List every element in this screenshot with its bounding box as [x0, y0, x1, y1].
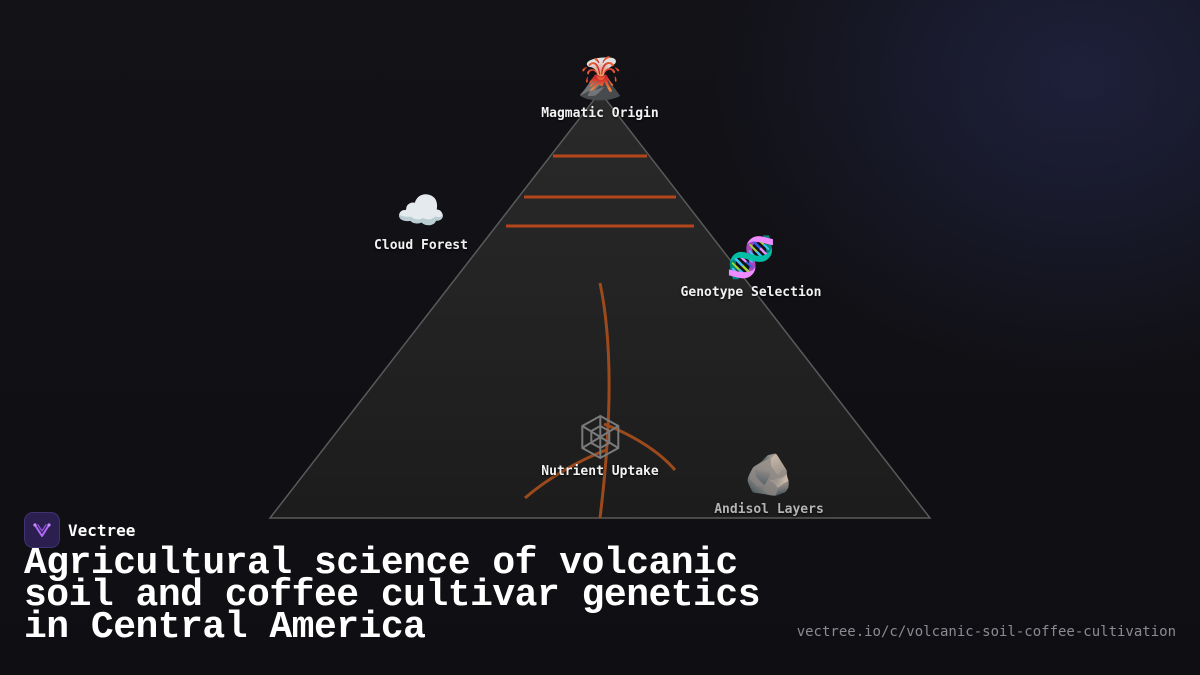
node-label: Genotype Selection [680, 285, 822, 300]
root-main [598, 282, 611, 519]
node-genotype-selection: 🧬 Genotype Selection [681, 235, 822, 300]
vectree-logo-graphic [33, 523, 51, 537]
dna-icon: 🧬 [726, 235, 776, 281]
rock-icon: 🪨 [744, 452, 794, 498]
node-cloud-forest: ☁️ Cloud Forest [374, 188, 468, 253]
root-branch-left [524, 448, 607, 500]
web-network-icon [577, 414, 623, 460]
vectree-logo-icon [24, 512, 60, 548]
node-andisol-layers: 🪨 Andisol Layers [714, 452, 824, 517]
node-label: Cloud Forest [374, 238, 468, 253]
source-url[interactable]: vectree.io/c/volcanic-soil-coffee-cultiv… [796, 624, 1176, 640]
node-label: Nutrient Uptake [541, 464, 659, 479]
node-label: Andisol Layers [714, 502, 824, 517]
page-title: Agricultural science of volcanic soil an… [24, 542, 761, 649]
brand-name: Vectree [68, 520, 136, 540]
brand: Vectree [24, 512, 135, 548]
node-nutrient-uptake: Nutrient Uptake [541, 414, 659, 479]
volcano-icon: 🌋 [575, 56, 625, 102]
web-network-icon-graphic [581, 414, 619, 460]
node-label: Magmatic Origin [541, 106, 659, 121]
root-branch-right [603, 422, 677, 471]
cloud-icon: ☁️ [396, 188, 446, 234]
node-magmatic-origin: 🌋 Magmatic Origin [541, 56, 658, 121]
